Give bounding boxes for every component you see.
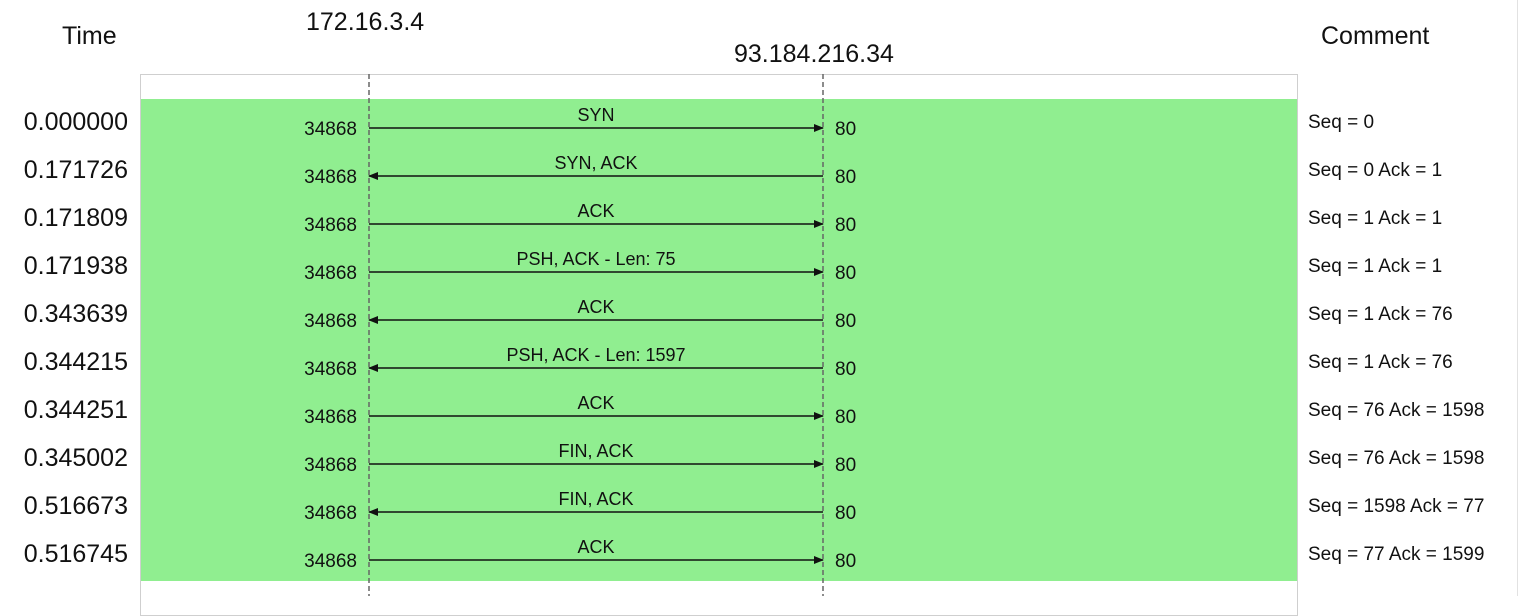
- flow-graph-highlight: [141, 99, 1297, 581]
- source-port: 34868: [304, 215, 357, 236]
- packet-time: 0.171726: [23, 156, 128, 184]
- packet-label: FIN, ACK: [558, 489, 633, 509]
- source-port: 34868: [304, 263, 357, 284]
- source-port: 34868: [304, 311, 357, 332]
- source-port: 34868: [304, 167, 357, 188]
- destination-port: 80: [835, 311, 856, 332]
- packet-label: ACK: [577, 393, 614, 413]
- packet-comment: Seq = 76 Ack = 1598: [1308, 400, 1485, 421]
- flow-row[interactable]: SYN 34868 80: [304, 105, 856, 140]
- source-port: 34868: [304, 551, 357, 572]
- packet-time: 0.345002: [23, 444, 128, 472]
- flow-row[interactable]: PSH, ACK - Len: 1597 34868 80: [304, 345, 856, 380]
- destination-port: 80: [835, 551, 856, 572]
- packet-label: PSH, ACK - Len: 75: [516, 249, 675, 269]
- packet-time: 0.171809: [23, 204, 128, 232]
- packet-label: ACK: [577, 297, 614, 317]
- destination-port: 80: [835, 167, 856, 188]
- packet-comment: Seq = 77 Ack = 1599: [1308, 544, 1485, 565]
- time-column-header: Time: [62, 22, 117, 50]
- destination-port: 80: [835, 503, 856, 524]
- packet-label: ACK: [577, 537, 614, 557]
- destination-port: 80: [835, 263, 856, 284]
- packet-comment: Seq = 1598 Ack = 77: [1308, 496, 1485, 517]
- host-a-address: 172.16.3.4: [306, 8, 425, 36]
- flow-row[interactable]: FIN, ACK 34868 80: [304, 441, 856, 476]
- destination-port: 80: [835, 407, 856, 428]
- packet-label: SYN: [577, 105, 614, 125]
- packet-comment: Seq = 1 Ack = 76: [1308, 352, 1453, 373]
- flow-row[interactable]: SYN, ACK 34868 80: [304, 153, 856, 188]
- packet-comment: Seq = 0 Ack = 1: [1308, 160, 1443, 181]
- source-port: 34868: [304, 119, 357, 140]
- packet-time: 0.344251: [23, 396, 128, 424]
- source-port: 34868: [304, 407, 357, 428]
- packet-label: SYN, ACK: [554, 153, 637, 173]
- packet-label: ACK: [577, 201, 614, 221]
- packet-comment: Seq = 1 Ack = 76: [1308, 304, 1453, 325]
- packet-time: 0.000000: [23, 108, 128, 136]
- destination-port: 80: [835, 359, 856, 380]
- source-port: 34868: [304, 359, 357, 380]
- comment-column-header: Comment: [1321, 22, 1430, 50]
- packet-time: 0.344215: [23, 348, 128, 376]
- source-port: 34868: [304, 503, 357, 524]
- packet-comment: Seq = 0: [1308, 112, 1375, 133]
- column-divider: [1517, 0, 1518, 596]
- packet-label: FIN, ACK: [558, 441, 633, 461]
- destination-port: 80: [835, 119, 856, 140]
- flow-row[interactable]: ACK 34868 80: [304, 393, 856, 428]
- host-b-address: 93.184.216.34: [734, 40, 894, 68]
- flow-row[interactable]: ACK 34868 80: [304, 297, 856, 332]
- packet-time: 0.171938: [23, 252, 128, 280]
- packet-label: PSH, ACK - Len: 1597: [506, 345, 685, 365]
- packet-comment: Seq = 76 Ack = 1598: [1308, 448, 1485, 469]
- packet-comment: Seq = 1 Ack = 1: [1308, 208, 1443, 229]
- flow-row[interactable]: ACK 34868 80: [304, 201, 856, 236]
- destination-port: 80: [835, 455, 856, 476]
- packet-time: 0.516673: [23, 492, 128, 520]
- source-port: 34868: [304, 455, 357, 476]
- packet-time: 0.516745: [23, 540, 128, 568]
- flow-row[interactable]: ACK 34868 80: [304, 537, 856, 572]
- packet-time: 0.343639: [23, 300, 128, 328]
- flow-row[interactable]: FIN, ACK 34868 80: [304, 489, 856, 524]
- packet-comment: Seq = 1 Ack = 1: [1308, 256, 1443, 277]
- flow-row[interactable]: PSH, ACK - Len: 75 34868 80: [304, 249, 856, 284]
- destination-port: 80: [835, 215, 856, 236]
